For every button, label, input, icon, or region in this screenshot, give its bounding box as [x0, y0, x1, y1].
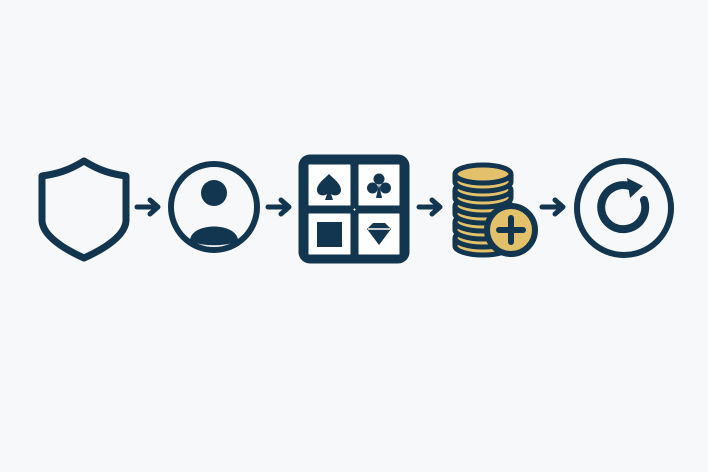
arrow-right-icon — [416, 197, 443, 217]
arrow-right-icon — [539, 197, 566, 217]
user-profile-icon — [168, 161, 260, 253]
refresh-cycle-icon — [574, 158, 674, 258]
square-icon — [317, 222, 342, 247]
arrow-right-icon — [134, 197, 161, 217]
plus-badge-icon — [484, 203, 538, 257]
spade-icon — [317, 174, 341, 200]
arrow-right-icon — [265, 197, 292, 217]
shield-icon — [38, 157, 130, 262]
diamond-icon — [367, 223, 391, 245]
card-suits-grid-icon — [298, 154, 410, 264]
coin-stack-plus-icon — [452, 162, 538, 258]
club-icon — [367, 173, 391, 198]
